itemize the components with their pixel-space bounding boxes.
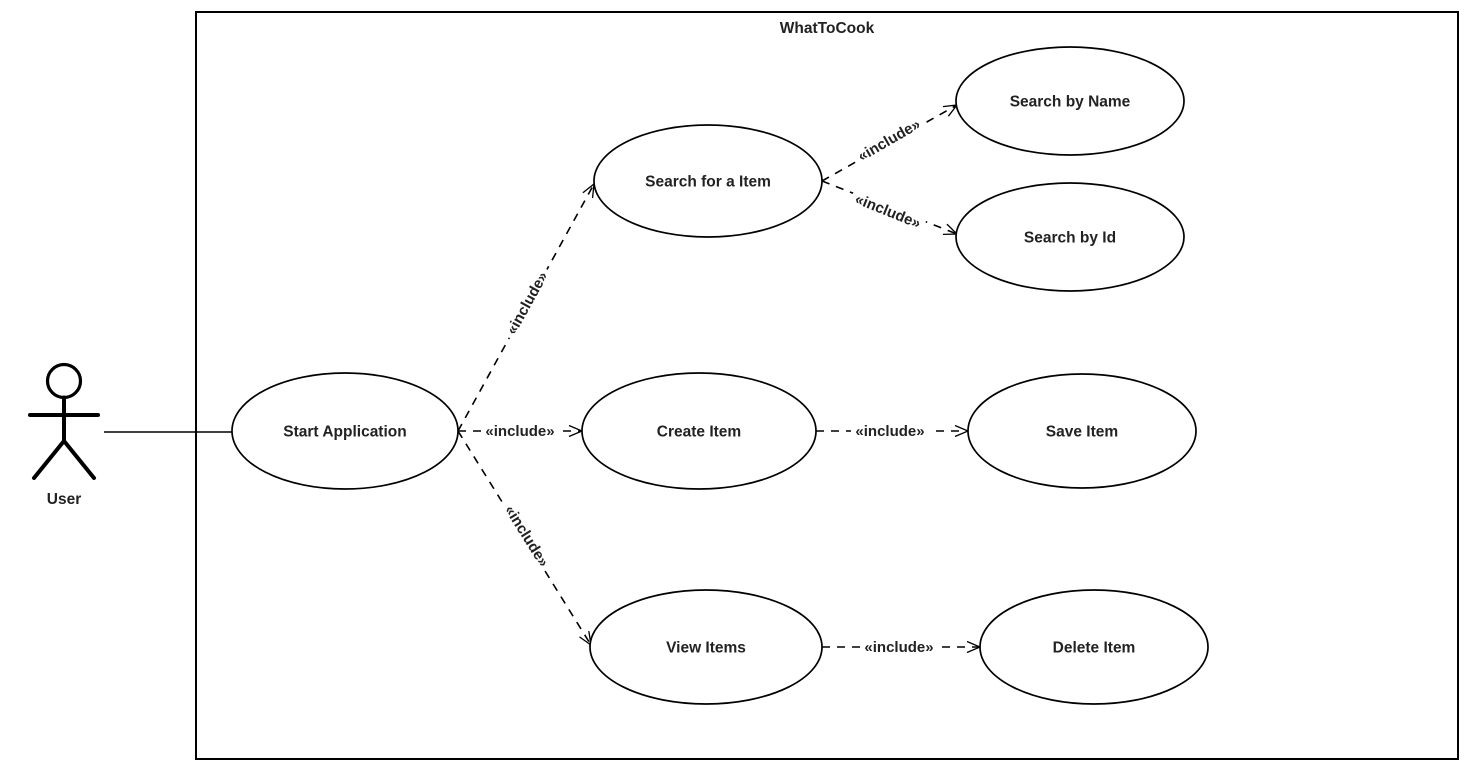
use-case-ellipse: [967, 373, 1197, 489]
use-case-label: Search for a Item: [645, 174, 771, 191]
use-case-label: Create Item: [657, 424, 741, 441]
use-case-label: Search by Id: [1024, 230, 1116, 247]
label-mask: [497, 497, 557, 575]
include-arrow-search-for-a-item-search-by-id: [821, 180, 959, 236]
system-boundary: [195, 11, 1459, 760]
include-label-view-delete: «include»: [860, 637, 938, 657]
use-case-delete-item: Delete Item: [979, 589, 1209, 705]
use-case-ellipse: [589, 589, 823, 705]
include-label-text: «include»: [503, 269, 551, 338]
use-case-label: Start Application: [283, 424, 406, 441]
actor-head: [45, 362, 83, 400]
include-label-create-save: «include»: [851, 421, 929, 441]
actor-right-leg: [62, 439, 96, 480]
include-label-search-by-id: «include»: [848, 187, 928, 235]
use-case-label: View Items: [666, 640, 746, 657]
actor-label: User: [47, 491, 81, 508]
label-mask: [499, 264, 555, 342]
include-label-text: «include»: [864, 639, 933, 656]
include-label-text: «include»: [485, 423, 554, 440]
label-mask: [851, 421, 929, 441]
actor-left-leg: [32, 439, 66, 480]
use-case-label: Delete Item: [1053, 640, 1136, 657]
include-label-text: «include»: [501, 502, 552, 570]
actor-user: User: [28, 362, 100, 508]
use-case-label: Save Item: [1046, 424, 1118, 441]
use-case-ellipse: [955, 182, 1185, 292]
label-mask: [850, 111, 928, 169]
use-case-ellipse: [955, 46, 1185, 156]
use-case-search-by-id: Search by Id: [955, 182, 1185, 292]
system-boundary-title: WhatToCook: [780, 20, 875, 37]
use-case-search-by-name: Search by Name: [955, 46, 1185, 156]
use-case-search-for-a-item: Search for a Item: [593, 124, 823, 238]
include-label-start-search: «include»: [499, 264, 555, 342]
label-mask: [860, 637, 938, 657]
use-case-label: Search by Name: [1010, 94, 1131, 111]
include-label-text: «include»: [855, 423, 924, 440]
use-case-ellipse: [231, 372, 459, 490]
use-case-create-item: Create Item: [581, 372, 817, 490]
include-label-start-create: «include»: [481, 421, 559, 441]
include-label-search-by-name: «include»: [850, 111, 928, 169]
use-case-start-application: Start Application: [231, 372, 459, 490]
use-case-ellipse: [979, 589, 1209, 705]
include-label-start-view: «include»: [497, 497, 557, 575]
use-case-view-items: View Items: [589, 589, 823, 705]
use-case-save-item: Save Item: [967, 373, 1197, 489]
use-case-ellipse: [581, 372, 817, 490]
use-case-ellipse: [593, 124, 823, 238]
label-mask: [848, 187, 928, 235]
label-mask: [481, 421, 559, 441]
include-label-text: «include»: [855, 116, 923, 165]
